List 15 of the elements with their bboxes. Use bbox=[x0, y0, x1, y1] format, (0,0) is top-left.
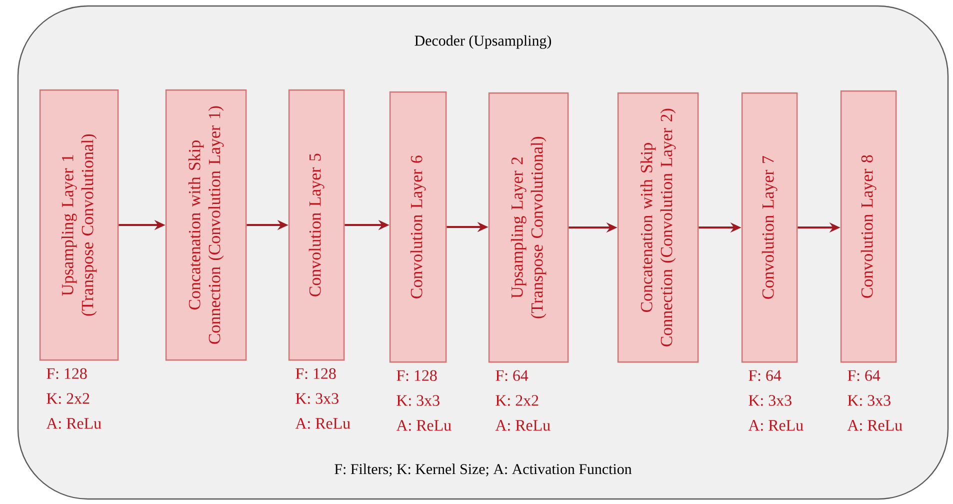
layer-box: Concatenation with Skip Connection (Convolution Layer 2) bbox=[617, 92, 699, 363]
layer-parameters: F: 128 K: 2x2 A: ReLu bbox=[46, 368, 102, 429]
layer-box: Concatenation with Skip Connection (Convolution Layer 1) bbox=[165, 89, 247, 361]
layer-box: Convolution Layer 7 bbox=[741, 92, 798, 363]
layer-box: Upsampling Layer 2 (Transpose Convolutional) bbox=[488, 92, 569, 363]
layer-box: Convolution Layer 5 bbox=[288, 89, 345, 361]
layer-box: Upsampling Layer 1 (Transpose Convolutional) bbox=[39, 89, 119, 361]
legend-note: F: Filters; K: Kernel Size; A: Activation Function bbox=[334, 464, 632, 476]
layer-parameters: F: 64 K: 3x3 A: ReLu bbox=[748, 370, 804, 431]
layer-parameters: F: 128 K: 3x3 A: ReLu bbox=[295, 368, 350, 429]
layer-parameters: F: 64 K: 3x3 A: ReLu bbox=[847, 370, 902, 431]
layer-parameters: F: 128 K: 3x3 A: ReLu bbox=[396, 370, 452, 431]
layer-parameters: F: 64 K: 2x2 A: ReLu bbox=[495, 370, 550, 431]
layer-box: Convolution Layer 6 bbox=[389, 91, 447, 363]
layer-box: Convolution Layer 8 bbox=[840, 90, 897, 363]
